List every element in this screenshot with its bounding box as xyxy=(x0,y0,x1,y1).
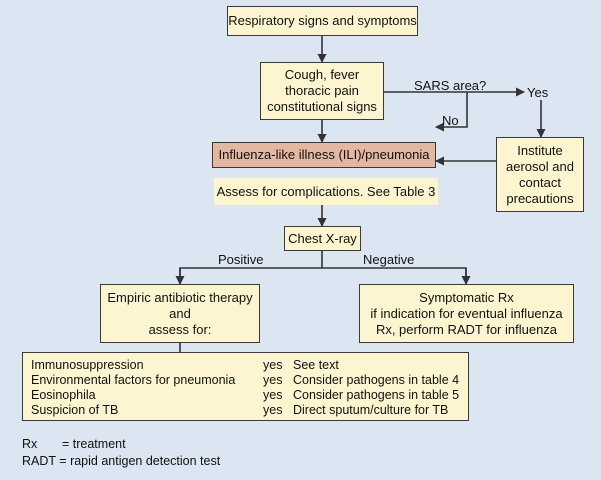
finding-name: Environmental factors for pneumonia xyxy=(31,373,236,387)
legend-definition: = treatment xyxy=(62,437,126,451)
finding-answer: yes xyxy=(263,403,283,417)
precautions-box: Institute aerosol and contact precaution… xyxy=(496,137,584,212)
empiric-antibiotic-box: Empiric antibiotic therapy and assess fo… xyxy=(100,284,260,343)
legend-row: RADT = rapid antigen detection test xyxy=(22,453,220,470)
finding-action: See text xyxy=(293,358,339,372)
legend-abbr: RADT xyxy=(22,454,56,468)
legend-abbr: Rx xyxy=(22,437,38,451)
negative-label: Negative xyxy=(363,252,415,267)
symptomatic-rx-box: Symptomatic Rx if indication for eventua… xyxy=(359,284,574,343)
finding-action: Consider pathogens in table 5 xyxy=(293,388,460,402)
legend-definition: = rapid antigen detection test xyxy=(59,454,221,468)
finding-name: Immunosuppression xyxy=(31,358,144,372)
finding-name: Eosinophila xyxy=(31,388,96,402)
line-xray-branch xyxy=(179,267,467,282)
finding-name: Suspicion of TB xyxy=(31,403,119,417)
findings-row: Immunosuppression yes See text xyxy=(31,358,468,373)
finding-answer: yes xyxy=(263,373,283,387)
finding-answer: yes xyxy=(263,388,283,402)
finding-action: Direct sputum/culture for TB xyxy=(293,403,449,417)
assess-complications-box: Assess for complications. See Table 3 xyxy=(214,178,438,205)
legend-row: Rx = treatment xyxy=(22,436,220,453)
chest-xray-box: Chest X-ray xyxy=(284,226,361,251)
findings-row: Suspicion of TB yes Direct sputum/cultur… xyxy=(31,403,468,418)
cough-fever-box: Cough, fever thoracic pain constitutiona… xyxy=(260,62,384,120)
findings-table: Immunosuppression yes See text Environme… xyxy=(22,352,469,421)
no-label: No xyxy=(442,113,459,128)
finding-action: Consider pathogens in table 4 xyxy=(293,373,460,387)
ili-pneumonia-box: Influenza-like illness (ILI)/pneumonia xyxy=(212,142,436,168)
abbreviation-legend: Rx = treatment RADT = rapid antigen detec… xyxy=(22,436,220,470)
positive-label: Positive xyxy=(218,252,264,267)
finding-answer: yes xyxy=(263,358,283,372)
findings-row: Environmental factors for pneumonia yes … xyxy=(31,373,468,388)
yes-label: Yes xyxy=(527,85,549,100)
arrow-no-to-ili xyxy=(435,92,468,132)
sars-area-label: SARS area? xyxy=(414,78,487,93)
findings-row: Eosinophila yes Consider pathogens in ta… xyxy=(31,388,468,403)
respiratory-signs-box: Respiratory signs and symptoms xyxy=(227,6,418,36)
